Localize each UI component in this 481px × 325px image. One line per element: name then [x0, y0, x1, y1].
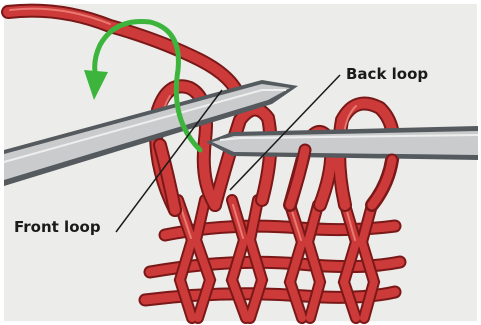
back-loop-label: Back loop	[346, 65, 428, 83]
front-loop-label: Front loop	[14, 218, 101, 236]
